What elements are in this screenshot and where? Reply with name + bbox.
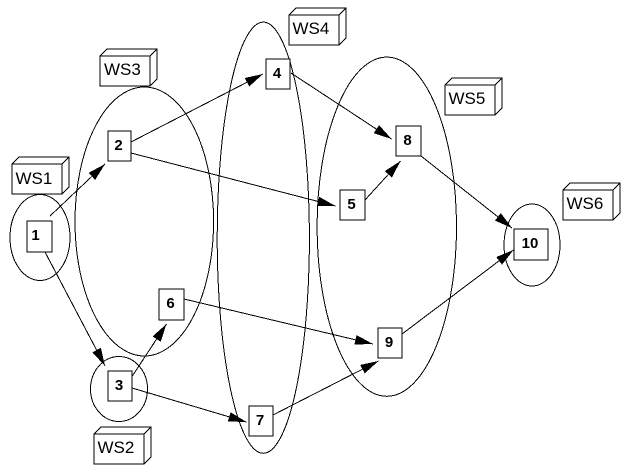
svg-text:4: 4	[273, 65, 282, 82]
svg-text:2: 2	[114, 137, 122, 154]
svg-text:10: 10	[522, 235, 539, 252]
svg-text:WS5: WS5	[449, 89, 486, 108]
svg-text:7: 7	[256, 412, 264, 429]
svg-text:1: 1	[31, 227, 39, 244]
svg-text:6: 6	[166, 295, 174, 312]
svg-text:WS1: WS1	[16, 169, 53, 188]
svg-text:WS3: WS3	[104, 60, 141, 79]
svg-text:9: 9	[385, 334, 393, 351]
svg-text:8: 8	[403, 132, 411, 149]
svg-text:5: 5	[347, 196, 355, 213]
svg-text:WS4: WS4	[293, 19, 330, 38]
svg-text:WS6: WS6	[567, 194, 604, 213]
svg-text:WS2: WS2	[98, 438, 135, 457]
svg-text:3: 3	[115, 377, 123, 394]
